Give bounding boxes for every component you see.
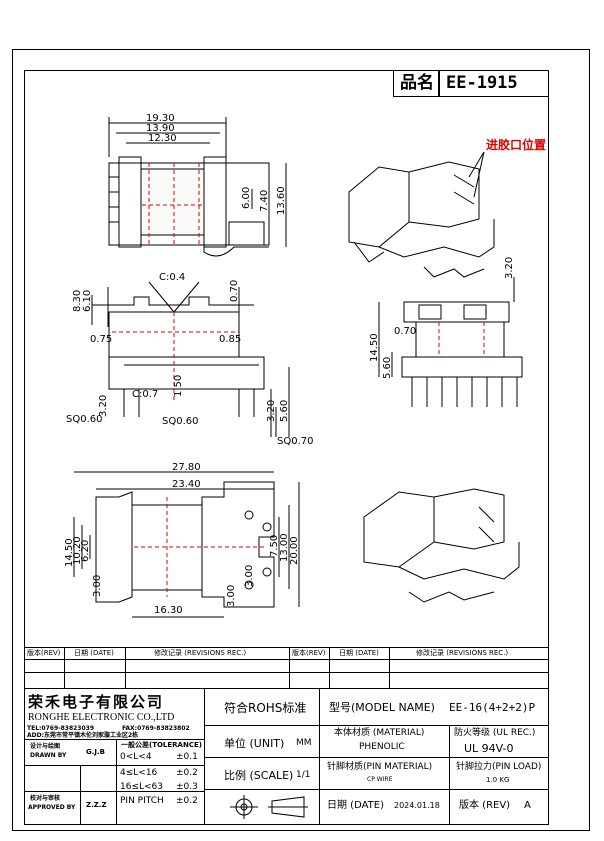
rev-header-5: 日期 (DATE)	[339, 649, 379, 657]
company-fax: FAX:0769-83823802	[122, 725, 190, 732]
projection-symbol	[230, 795, 308, 819]
unit-label: 单位 (UNIT)	[224, 737, 285, 750]
rev-header-2: 日期 (DATE)	[74, 649, 114, 657]
date-value: 2024.01.18	[394, 801, 440, 810]
dim-2340: 23.40	[172, 479, 201, 490]
dim-f: 13.60	[276, 186, 287, 215]
dim-side-320: 3.20	[504, 257, 515, 279]
top-view	[108, 117, 287, 257]
approved-by-cn: 校对与审核	[30, 795, 61, 802]
dim-right: 0.85	[219, 334, 241, 345]
approved-by-en: APPROVED BY	[28, 804, 76, 811]
bottom-view	[73, 471, 300, 618]
material-label: 本体材质 (MATERIAL)	[334, 728, 425, 738]
sq-1: SQ0.60	[66, 414, 102, 425]
rev-header-1: 版本(REV)	[27, 649, 61, 657]
rev-header-6: 修改记录 (REVISIONS REC.)	[416, 649, 509, 657]
company-name-cn: 荣禾电子有限公司	[28, 693, 165, 711]
rev-header-3: 修改记录 (REVISIONS REC.)	[154, 649, 247, 657]
chamfer-1: C:0.4	[159, 272, 185, 283]
tolerance-title: 一般公差(TOLERANCE)	[121, 741, 202, 749]
dim-2780: 27.80	[172, 462, 201, 473]
dim-b-620: 6.20	[80, 540, 91, 562]
material-value: PHENOLIC	[359, 742, 405, 752]
dim-c: 12.30	[148, 133, 177, 144]
dim-b-1630: 16.30	[154, 605, 183, 616]
dim-320b: 3.20	[98, 395, 109, 417]
dim-d: 6.00	[241, 187, 252, 209]
dim-side-560: 5.60	[382, 357, 393, 379]
dim-b-300c: 3.00	[244, 565, 255, 587]
pin-load-label: 针脚拉力(PIN LOAD)	[456, 762, 542, 772]
drawn-by-cn: 设计与绘图	[30, 743, 61, 750]
tolerance-value-3: ±0.3	[176, 782, 198, 792]
isometric-view-bottom	[363, 488, 520, 603]
company-address: ADD:东莞市常平镇木伦刘家璇工业区2栋	[27, 732, 139, 739]
approved-by-value: Z.Z.Z	[86, 801, 107, 809]
drawn-by-value: G.J.B	[86, 748, 106, 756]
dim-e: 7.40	[259, 190, 270, 212]
dim-g: 8.30	[72, 290, 83, 312]
dim-side-070: 0.70	[394, 326, 416, 337]
tolerance-value-2: ±0.2	[176, 768, 198, 778]
tolerance-range-1: 0<L<4	[120, 752, 152, 762]
dim-b-300a: 3.00	[92, 575, 103, 597]
dim-top: 0.70	[229, 280, 240, 302]
dim-b-750: 7.50	[269, 535, 280, 557]
title-block: 品名 EE-1915	[393, 70, 549, 97]
model-value: EE-16(4+2+2)P	[449, 701, 536, 714]
dim-side-1450: 14.50	[369, 333, 380, 362]
title-label: 品名	[400, 73, 434, 93]
tolerance-value-4: ±0.2	[176, 796, 198, 806]
info-block: 荣禾电子有限公司 RONGHE ELECTRONIC CO.,LTD TEL:0…	[24, 689, 549, 825]
dim-b-2000: 20.00	[289, 536, 300, 565]
scale-value: 1/1	[296, 770, 311, 780]
dim-b-1300: 13.00	[279, 533, 290, 562]
model-label: 型号(MODEL NAME)	[329, 701, 435, 714]
unit-value: MM	[296, 738, 312, 748]
dim-b-1020: 10.20	[72, 536, 83, 565]
drawing-inner-border	[24, 70, 549, 825]
company-name-en: RONGHE ELECTRONIC CO.,LTD	[28, 712, 175, 723]
side-view	[378, 277, 523, 407]
rev-header-4: 版本(REV)	[292, 649, 326, 657]
dim-b-1450: 14.50	[64, 538, 75, 567]
company-tel: TEL:0769-83823039	[27, 725, 95, 732]
tolerance-range-3: 16≤L<63	[120, 782, 164, 792]
pin-load-value: 1.0 KG	[486, 776, 510, 784]
rohs-label: 符合ROHS标准	[224, 701, 307, 715]
dim-560: 5.60	[279, 400, 290, 422]
drawing-outer-border	[12, 49, 590, 831]
tolerance-value-1: ±0.1	[176, 752, 198, 762]
dim-b-300b: 3.00	[226, 585, 237, 607]
rev-value: A	[524, 800, 531, 811]
technical-drawing: 19.30 13.90 12.30 6.00 7.40 13.60 8.30 6…	[64, 113, 546, 618]
pin-material-label: 针脚材质(PIN MATERIAL)	[327, 762, 433, 772]
isometric-view-top	[348, 151, 495, 278]
flame-value: UL 94V-0	[464, 742, 514, 755]
scale-label: 比例 (SCALE)	[224, 769, 294, 782]
dim-b: 13.90	[146, 123, 175, 134]
chamfer-2: C:0.7	[132, 389, 158, 400]
flame-label: 防火等级 (UL REC.)	[454, 728, 536, 738]
sq-2: SQ0.60	[162, 416, 198, 427]
rev-label: 版本 (REV)	[459, 800, 511, 811]
front-view	[91, 281, 290, 437]
sq-3: SQ0.70	[277, 436, 313, 447]
tolerance-range-2: 4≤L<16	[120, 768, 158, 778]
dim-a: 19.30	[146, 113, 175, 124]
drawn-by-en: DRAWN BY	[30, 752, 67, 759]
pin-material-value: CP WIRE	[367, 776, 393, 783]
gate-position-note: 进胶口位置	[486, 137, 546, 152]
revision-table: 版本(REV) 日期 (DATE) 修改记录 (REVISIONS REC.) …	[24, 647, 549, 689]
dim-h: 6.10	[82, 290, 93, 312]
date-label: 日期 (DATE)	[327, 800, 384, 811]
part-number: EE-1915	[446, 73, 518, 93]
dim-150: 1.50	[173, 375, 184, 397]
dim-left: 0.75	[90, 334, 112, 345]
dim-320a: 3.20	[266, 400, 277, 422]
tolerance-range-4: PIN PITCH	[120, 796, 164, 806]
